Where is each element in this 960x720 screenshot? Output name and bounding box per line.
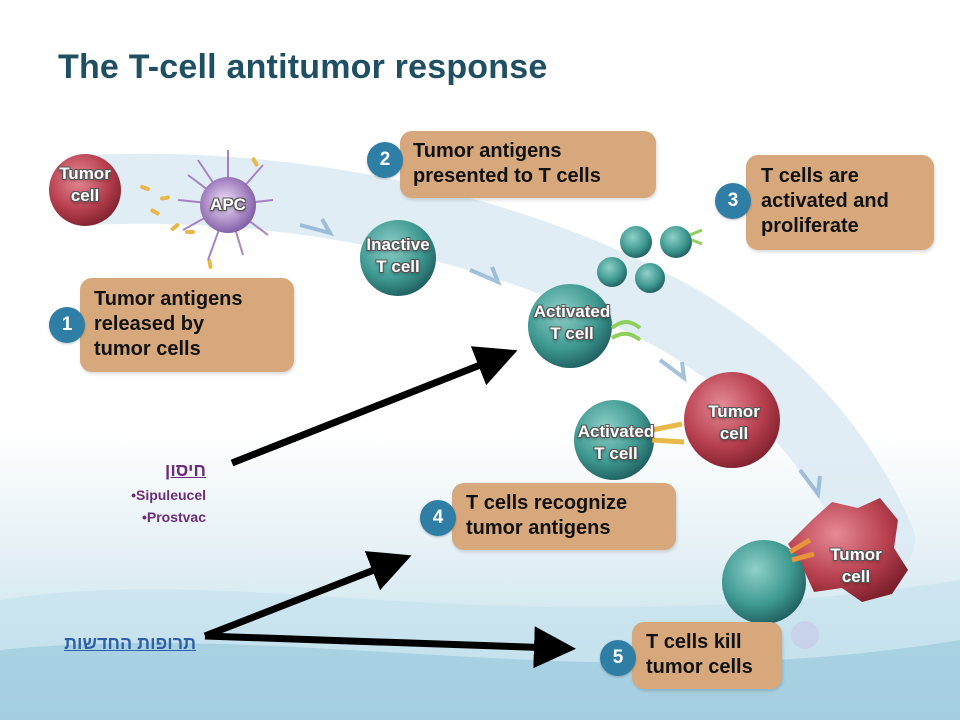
antigen-particles bbox=[140, 157, 259, 269]
step-1-badge: 1 bbox=[49, 307, 85, 343]
vaccine-drug-prostvac: •Prostvac bbox=[141, 509, 206, 525]
step-5-badge: 5 bbox=[600, 640, 636, 676]
activated-t-cell-2-icon bbox=[574, 400, 654, 480]
new-drugs-link[interactable]: תרופות החדשות bbox=[64, 633, 196, 653]
killer-t-cell-icon bbox=[722, 540, 806, 624]
step-2-badge: 2 bbox=[367, 142, 403, 178]
step-4-badge: 4 bbox=[420, 500, 456, 536]
tumor-cell-2-icon bbox=[684, 372, 780, 468]
activated-t-cell-1-icon bbox=[528, 284, 612, 368]
tumor-cell-1-icon bbox=[49, 154, 121, 226]
vaccine-drug-sipuleucel: •Sipuleucel bbox=[131, 487, 206, 503]
vaccine-heading-link[interactable]: חיסון bbox=[164, 460, 206, 480]
tumor-cell-3-icon bbox=[788, 498, 908, 602]
step-3-badge: 3 bbox=[715, 183, 751, 219]
page-title: The T-cell antitumor response bbox=[58, 48, 548, 86]
inactive-t-cell-icon bbox=[360, 220, 436, 296]
apc-label: APC bbox=[210, 195, 246, 214]
